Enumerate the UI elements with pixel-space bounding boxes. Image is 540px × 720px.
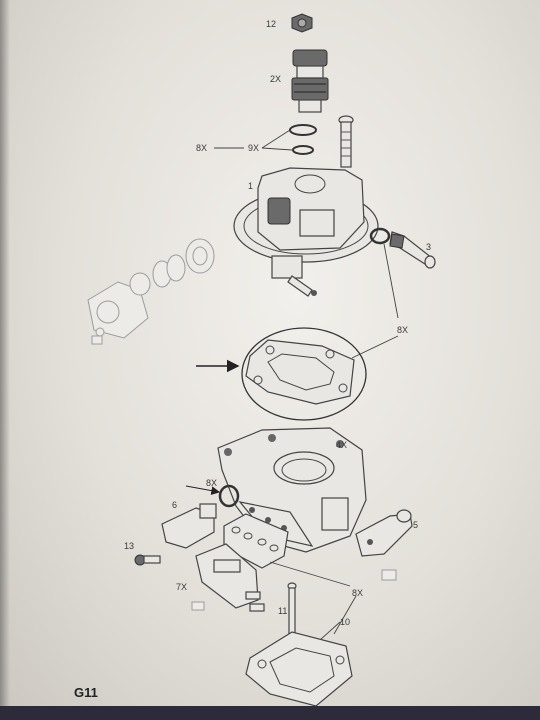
part-12-nut xyxy=(291,13,313,33)
label-part-10: 10 xyxy=(340,617,350,627)
label-part-8-a: 8X xyxy=(196,143,207,153)
page-edge-shadow xyxy=(0,0,10,720)
label-part-8-c: 8X xyxy=(206,478,217,488)
label-part-8-b: 8X xyxy=(397,325,408,335)
washer-part-1 xyxy=(369,227,391,245)
part-1-upper-housing xyxy=(233,167,379,297)
part-2-injector xyxy=(291,49,329,113)
label-part-3: 3 xyxy=(426,242,431,252)
part-7-bracket xyxy=(191,543,265,612)
label-part-8-d: 8X xyxy=(352,588,363,598)
part-5-actuator xyxy=(355,509,413,581)
label-part-2: 2X xyxy=(270,74,281,84)
part-10-base-gasket xyxy=(245,631,353,707)
label-part-12: 12 xyxy=(266,19,276,29)
label-part-5: 5 xyxy=(413,520,418,530)
pointer-arrow-small xyxy=(185,485,221,495)
o-ring-part-6 xyxy=(218,484,240,508)
label-part-6: 6 xyxy=(172,500,177,510)
label-part-9: 9X xyxy=(248,143,259,153)
label-part-4: 4X xyxy=(336,440,347,450)
part-6-sensor xyxy=(161,503,217,549)
o-rings-injector xyxy=(289,124,317,155)
gasket-highlight-circle xyxy=(241,327,367,421)
screw-top-right xyxy=(338,115,354,168)
label-part-13: 13 xyxy=(124,541,134,551)
monitor-bezel xyxy=(0,706,540,720)
label-part-7: 7X xyxy=(176,582,187,592)
part-3-fitting xyxy=(389,231,436,269)
pressure-regulator-ghost xyxy=(87,238,215,345)
page-code: G11 xyxy=(74,685,98,700)
part-13-screw xyxy=(134,554,161,566)
label-part-11: 11 xyxy=(278,606,287,616)
label-part-1: 1 xyxy=(248,181,253,191)
